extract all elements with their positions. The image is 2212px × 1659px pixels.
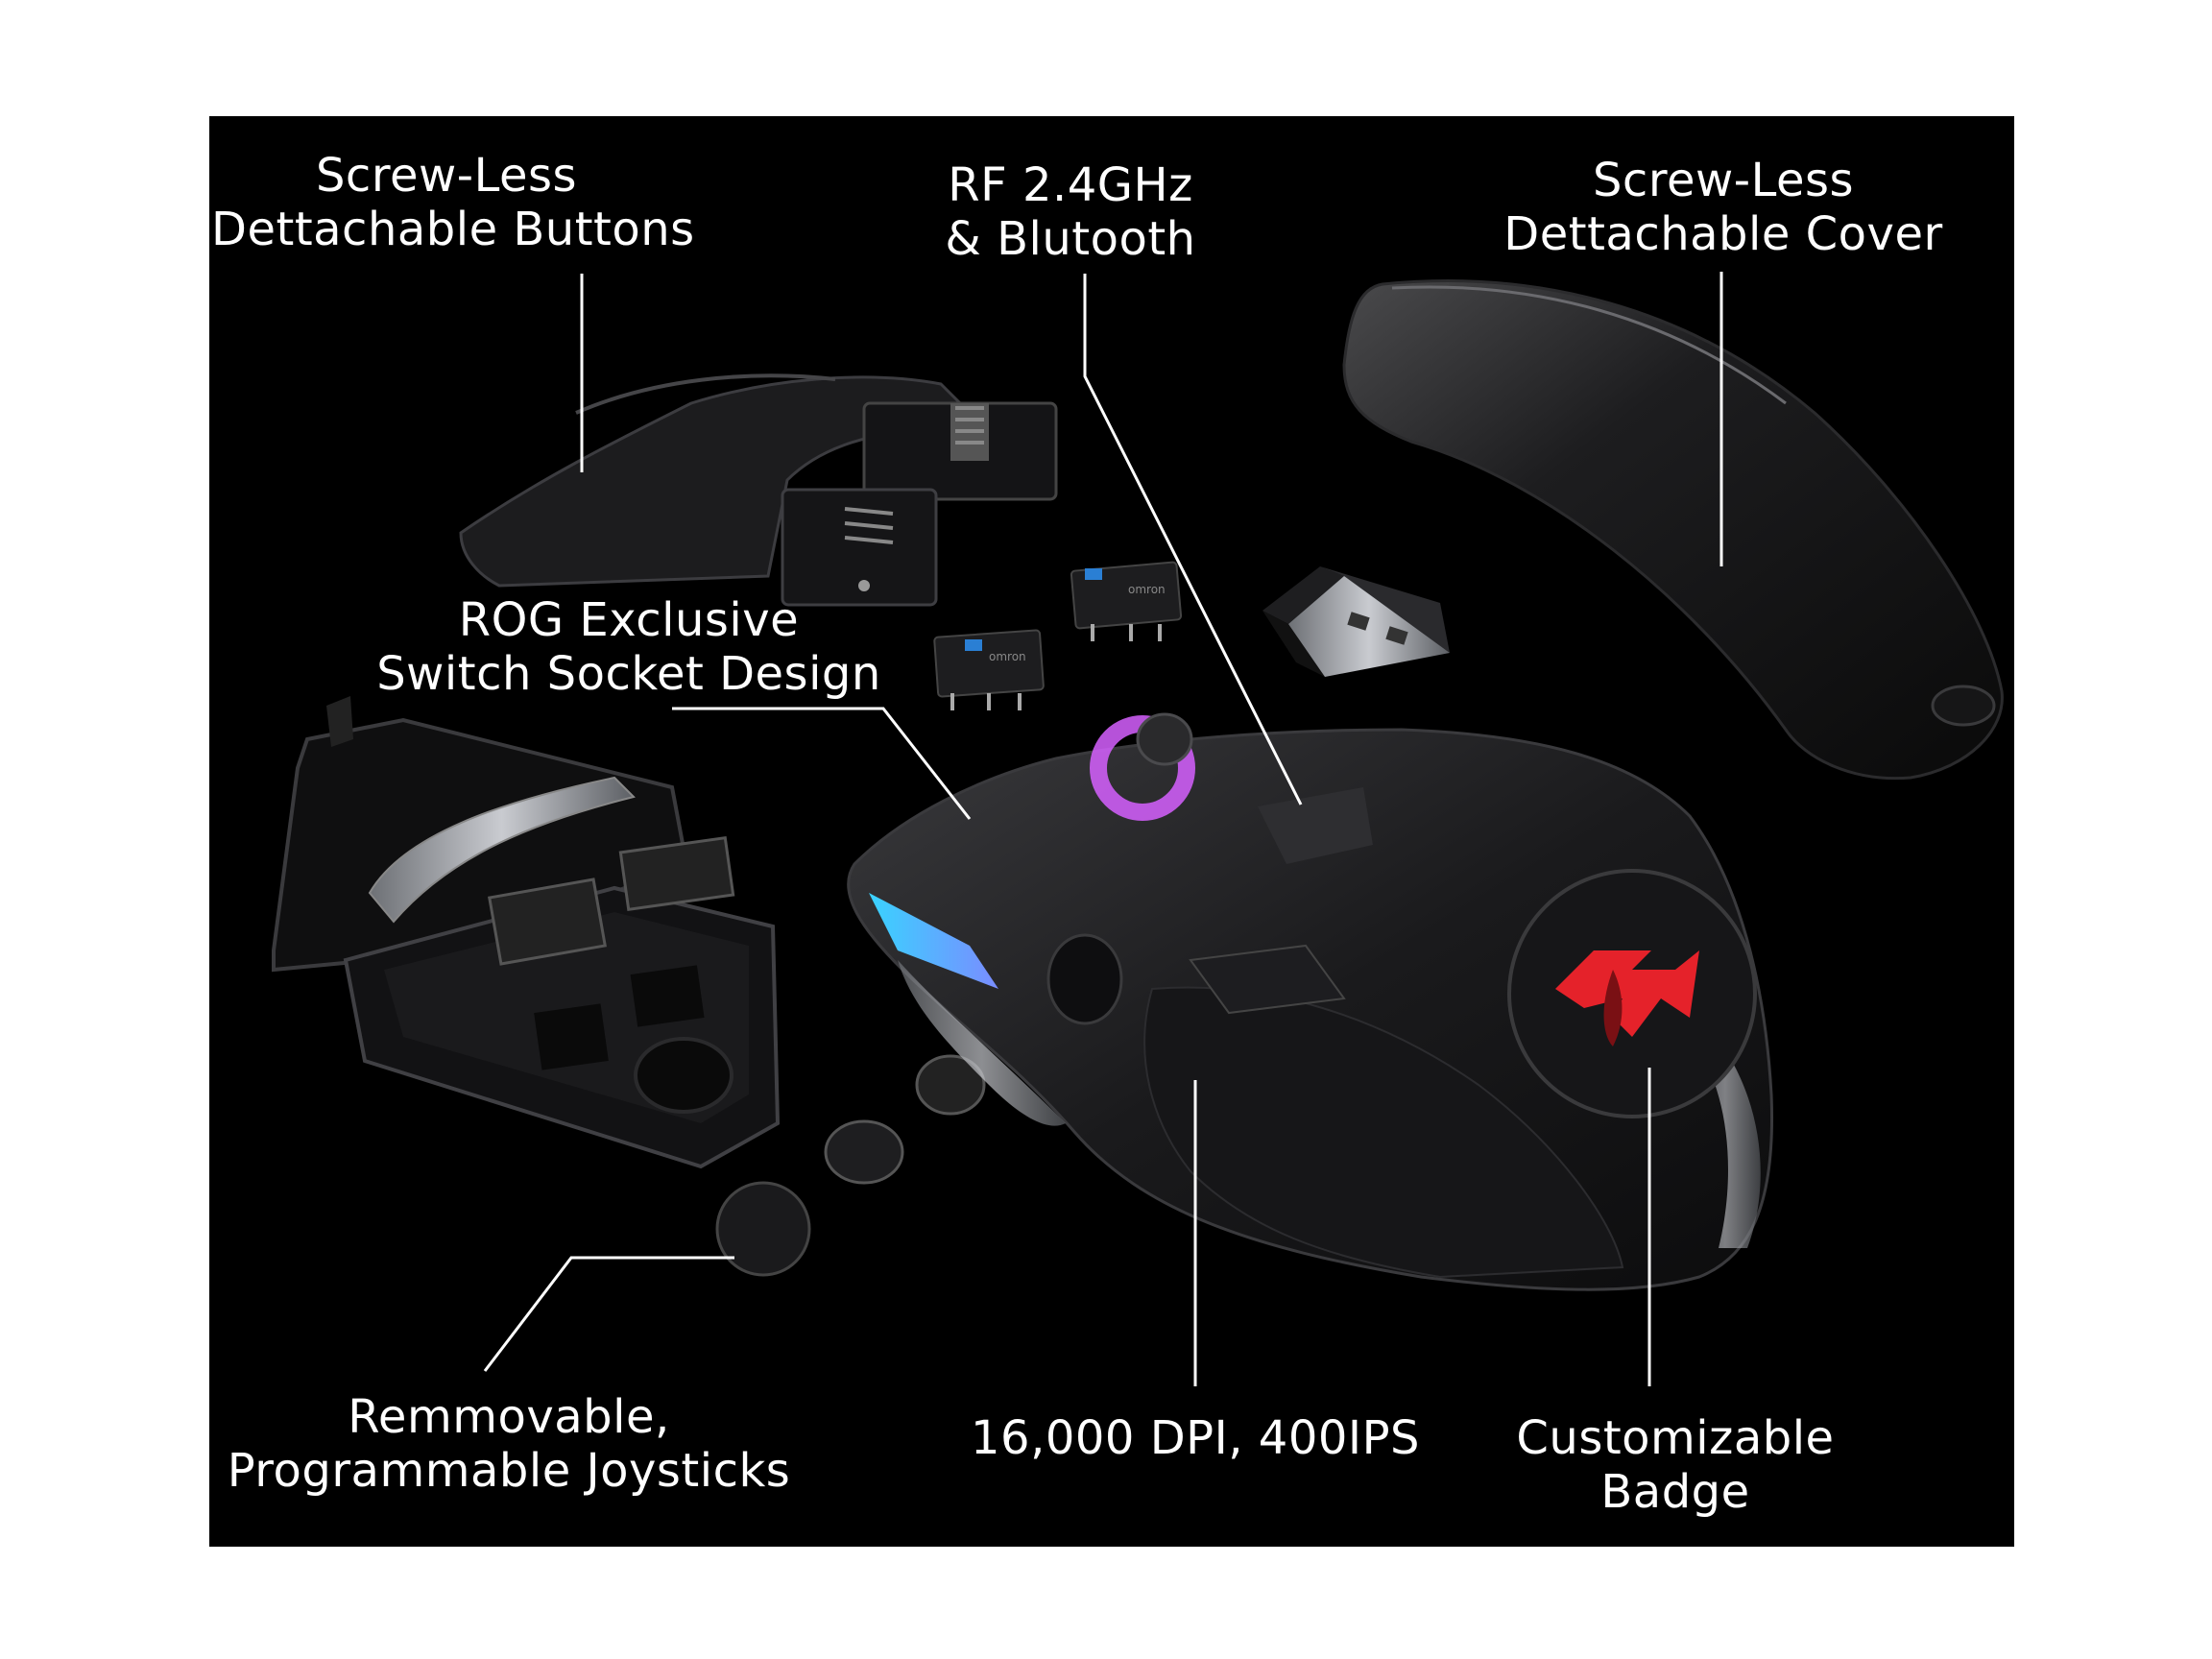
callout-wireless-line2: & Blutooth <box>945 212 1196 266</box>
joystick-caps <box>715 1054 986 1277</box>
switch-brand-text: omron <box>1128 583 1166 596</box>
switch-1: omron <box>1070 561 1183 641</box>
callout-cover-line1: Screw-Less <box>1592 154 1855 207</box>
usb-dongle <box>1262 566 1450 677</box>
callout-wireless: RF 2.4GHz & Blutooth <box>912 158 1229 266</box>
detachable-buttons <box>459 373 1058 607</box>
callout-buttons-line1: Screw-Less <box>315 149 578 203</box>
callout-cover-line2: Dettachable Cover <box>1503 207 1943 261</box>
callout-joysticks-line1: Remmovable, <box>348 1390 670 1444</box>
storage-case <box>272 696 781 1169</box>
callout-cover: Screw-Less Dettachable Cover <box>1498 154 1949 261</box>
callout-buttons-line2: Dettachable Buttons <box>211 203 695 256</box>
callout-socket-line2: Switch Socket Design <box>376 647 881 701</box>
callout-joysticks: Remmovable, Programmable Joysticks <box>221 1390 797 1498</box>
switch-2: omron <box>933 629 1045 710</box>
mouse-body <box>847 712 1774 1291</box>
badge-logo <box>1555 950 1699 1046</box>
callout-socket: ROG Exclusive Switch Socket Design <box>374 593 883 701</box>
callout-badge-line2: Badge <box>1600 1465 1750 1519</box>
callout-badge: Customizable Badge <box>1498 1411 1853 1519</box>
callout-sensor: 16,000 DPI, 400IPS <box>970 1411 1421 1465</box>
callout-socket-line1: ROG Exclusive <box>458 593 800 647</box>
callout-wireless-line1: RF 2.4GHz <box>948 158 1193 212</box>
callout-badge-line1: Customizable <box>1516 1411 1835 1465</box>
callout-buttons: Screw-Less Dettachable Buttons <box>211 149 695 256</box>
callout-lines <box>483 272 1723 1386</box>
switch-brand-text: omron <box>989 650 1026 663</box>
detachable-cover <box>1342 279 2004 781</box>
callout-joysticks-line2: Programmable Joysticks <box>227 1444 791 1498</box>
callout-sensor-line1: 16,000 DPI, 400IPS <box>971 1411 1420 1465</box>
